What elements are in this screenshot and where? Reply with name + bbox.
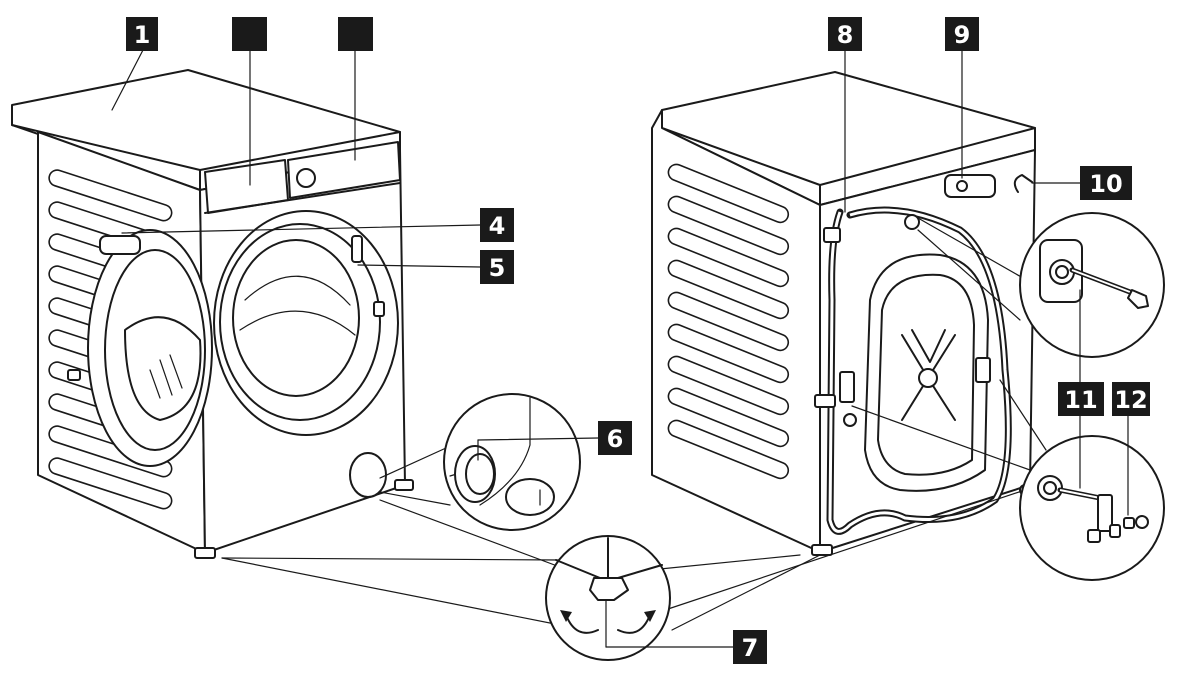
transit-bolt	[843, 413, 857, 427]
front-machine	[11, 69, 414, 559]
hose-clip	[839, 371, 855, 403]
callout-label: 5	[489, 254, 506, 282]
water-inlet-valve	[944, 174, 996, 198]
door-opening	[213, 210, 399, 436]
callout-12: 12	[1112, 382, 1150, 416]
callout-label: 12	[1114, 386, 1147, 414]
callout-8: 8	[828, 17, 862, 51]
callout-3	[338, 17, 373, 51]
callout-label: 8	[837, 21, 854, 49]
callout-4: 4	[480, 208, 514, 242]
callout-label: 11	[1064, 386, 1097, 414]
callout-label: 7	[742, 634, 759, 662]
callout-label: 10	[1089, 170, 1122, 198]
filter-zoom	[379, 393, 581, 531]
callout-label: 6	[607, 425, 624, 453]
callout-11: 11	[1058, 382, 1104, 416]
pump-filter-cover	[349, 452, 387, 498]
pump-filter	[505, 478, 555, 516]
bolt-zoom-top	[917, 212, 1165, 358]
callout-1: 1	[126, 17, 158, 51]
hose-clip	[823, 227, 841, 243]
callout-2	[232, 17, 267, 51]
drum-outer	[219, 223, 381, 421]
transit-bolt	[904, 214, 920, 230]
control-panel	[204, 141, 401, 214]
worktop-lid	[11, 69, 401, 171]
power-cable	[1013, 174, 1033, 193]
transit-bolt-hole	[1049, 259, 1075, 285]
drum-inner	[232, 239, 360, 397]
spacer	[1097, 494, 1113, 532]
hose-clip	[975, 357, 991, 383]
display-panel	[287, 141, 401, 199]
adjustable-foot	[589, 577, 629, 601]
open-door	[67, 229, 213, 467]
program-knob	[296, 168, 316, 188]
callout-label: 1	[134, 21, 151, 49]
callout-label: 4	[489, 212, 506, 240]
door-hinge	[99, 235, 141, 255]
callout-label: 9	[954, 21, 971, 49]
callout-6: 6	[598, 421, 632, 455]
callout-10: 10	[1080, 166, 1132, 200]
leader-lines	[111, 49, 1129, 648]
callout-7: 7	[733, 630, 767, 664]
rear-x-brace	[901, 329, 956, 421]
rear-side-vent-slots	[667, 163, 790, 480]
callout-9: 9	[945, 17, 979, 51]
foot-zoom	[221, 489, 1026, 661]
rear-machine	[651, 71, 1036, 556]
callout-5: 5	[480, 250, 514, 284]
door-latch	[351, 235, 363, 263]
